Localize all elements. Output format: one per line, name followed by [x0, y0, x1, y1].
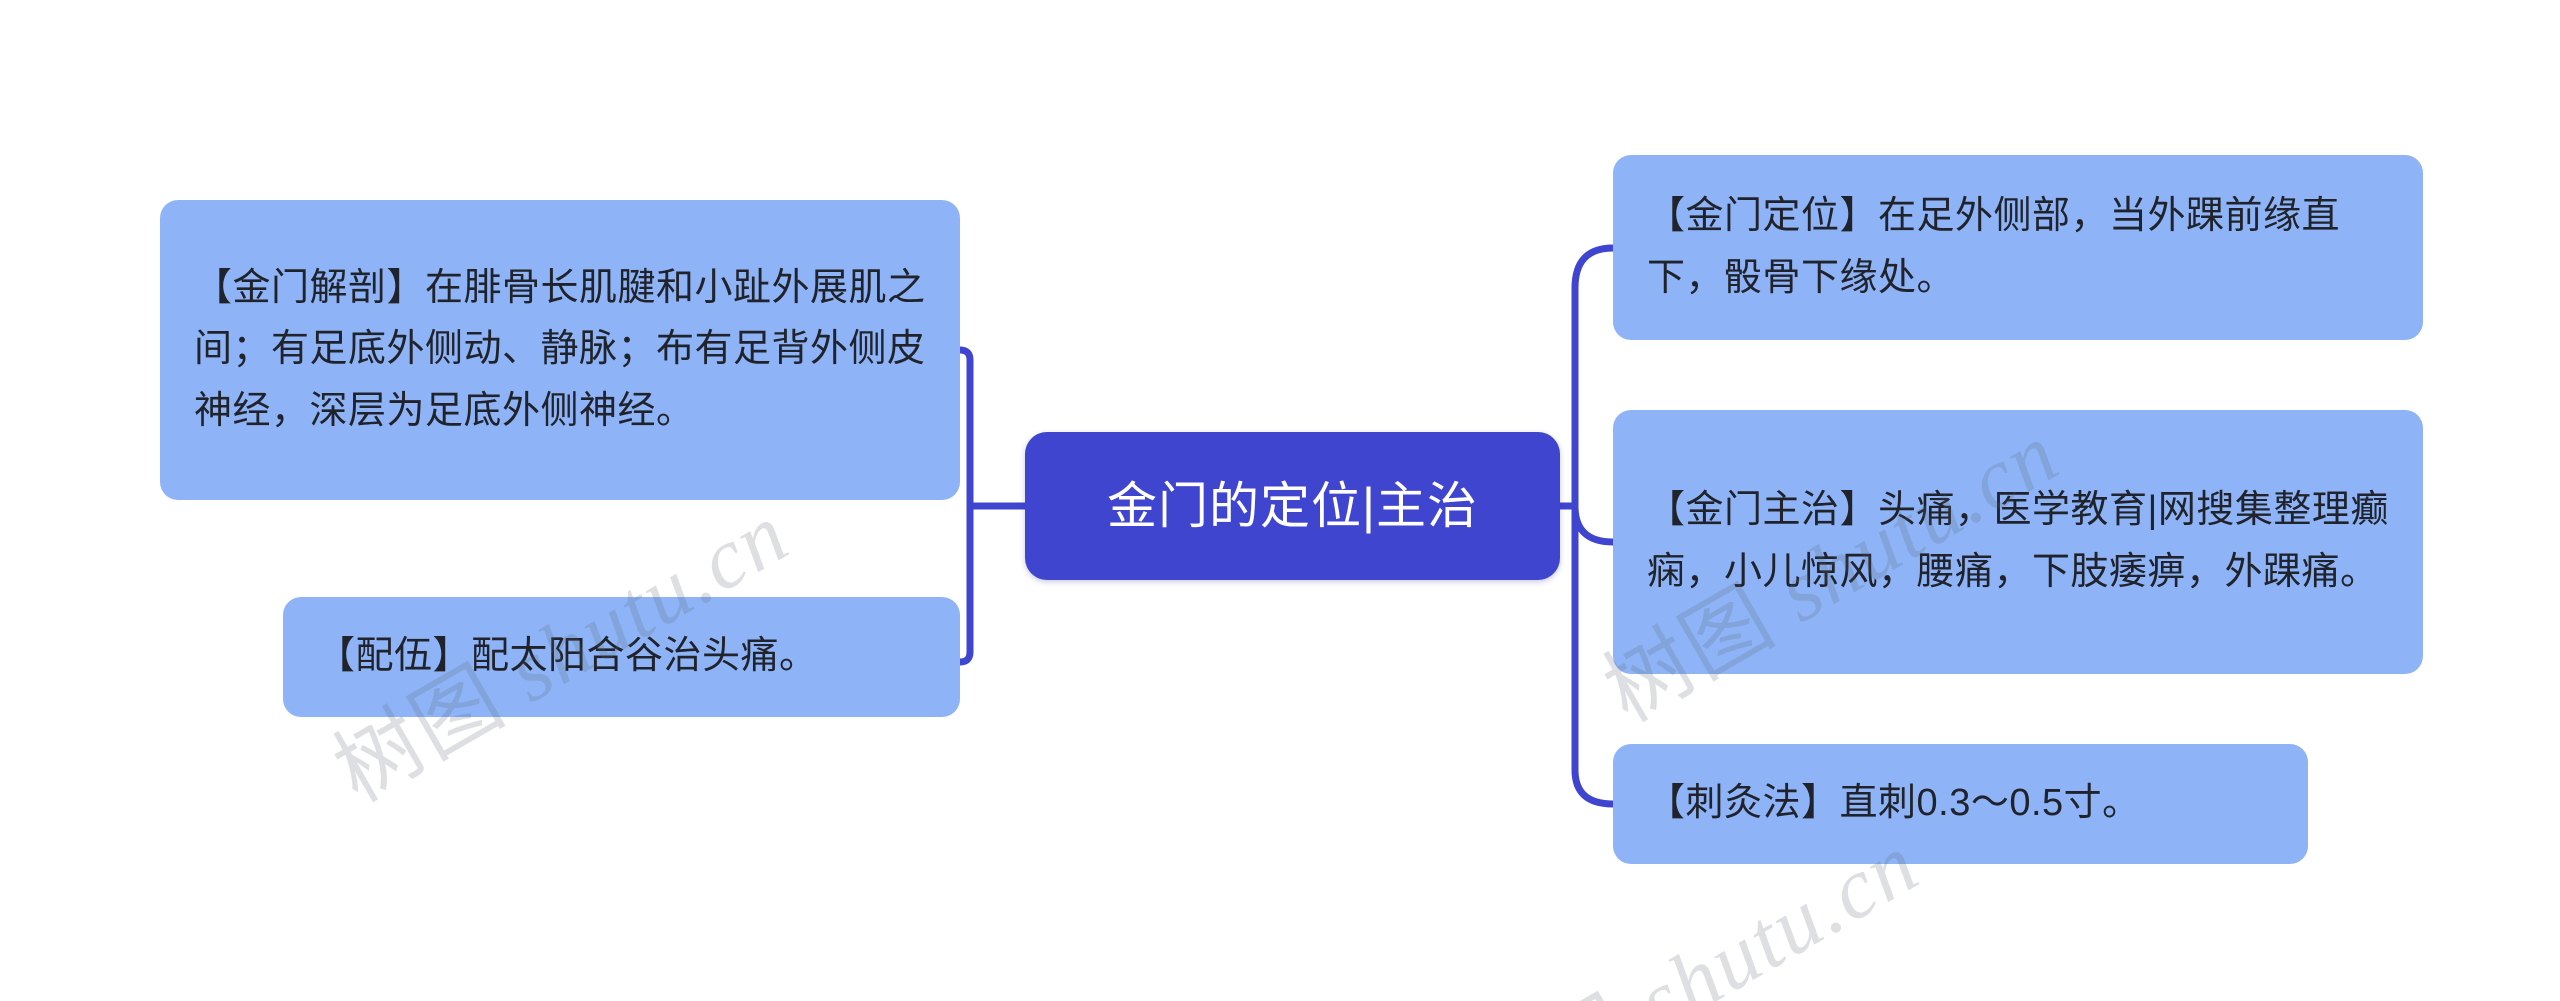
node-root-label: 金门的定位|主治	[1107, 477, 1478, 534]
node-zhuzhi[interactable]: 【金门主治】头痛，医学教育|网搜集整理癫痫，小儿惊风，腰痛，下肢痿痹，外踝痛。	[1613, 410, 2423, 674]
node-peiwu-label: 【配伍】配太阳合谷治头痛。	[317, 635, 818, 678]
node-anatomy-label: 【金门解剖】在腓骨长肌腱和小趾外展肌之间；有足底外侧动、静脉；布有足背外侧皮神经…	[194, 266, 926, 432]
node-cijiu[interactable]: 【刺灸法】直刺0.3～0.5寸。	[1613, 744, 2308, 864]
watermark-cn-text: 树图	[1448, 977, 1650, 1001]
connector-right-zhuzhi	[1571, 502, 1617, 546]
node-root[interactable]: 金门的定位|主治	[1025, 432, 1560, 580]
node-anatomy[interactable]: 【金门解剖】在腓骨长肌腱和小趾外展肌之间；有足底外侧动、静脉；布有足背外侧皮神经…	[160, 200, 960, 500]
node-dingwei[interactable]: 【金门定位】在足外侧部，当外踝前缘直下，骰骨下缘处。	[1613, 155, 2423, 340]
connector-left-spine	[956, 346, 974, 666]
node-cijiu-label: 【刺灸法】直刺0.3～0.5寸。	[1647, 782, 2141, 825]
node-dingwei-label: 【金门定位】在足外侧部，当外踝前缘直下，骰骨下缘处。	[1647, 194, 2341, 299]
node-peiwu[interactable]: 【配伍】配太阳合谷治头痛。	[283, 597, 960, 717]
connector-right-spine	[1571, 244, 1617, 808]
node-zhuzhi-label: 【金门主治】头痛，医学教育|网搜集整理癫痫，小儿惊风，腰痛，下肢痿痹，外踝痛。	[1647, 489, 2389, 593]
